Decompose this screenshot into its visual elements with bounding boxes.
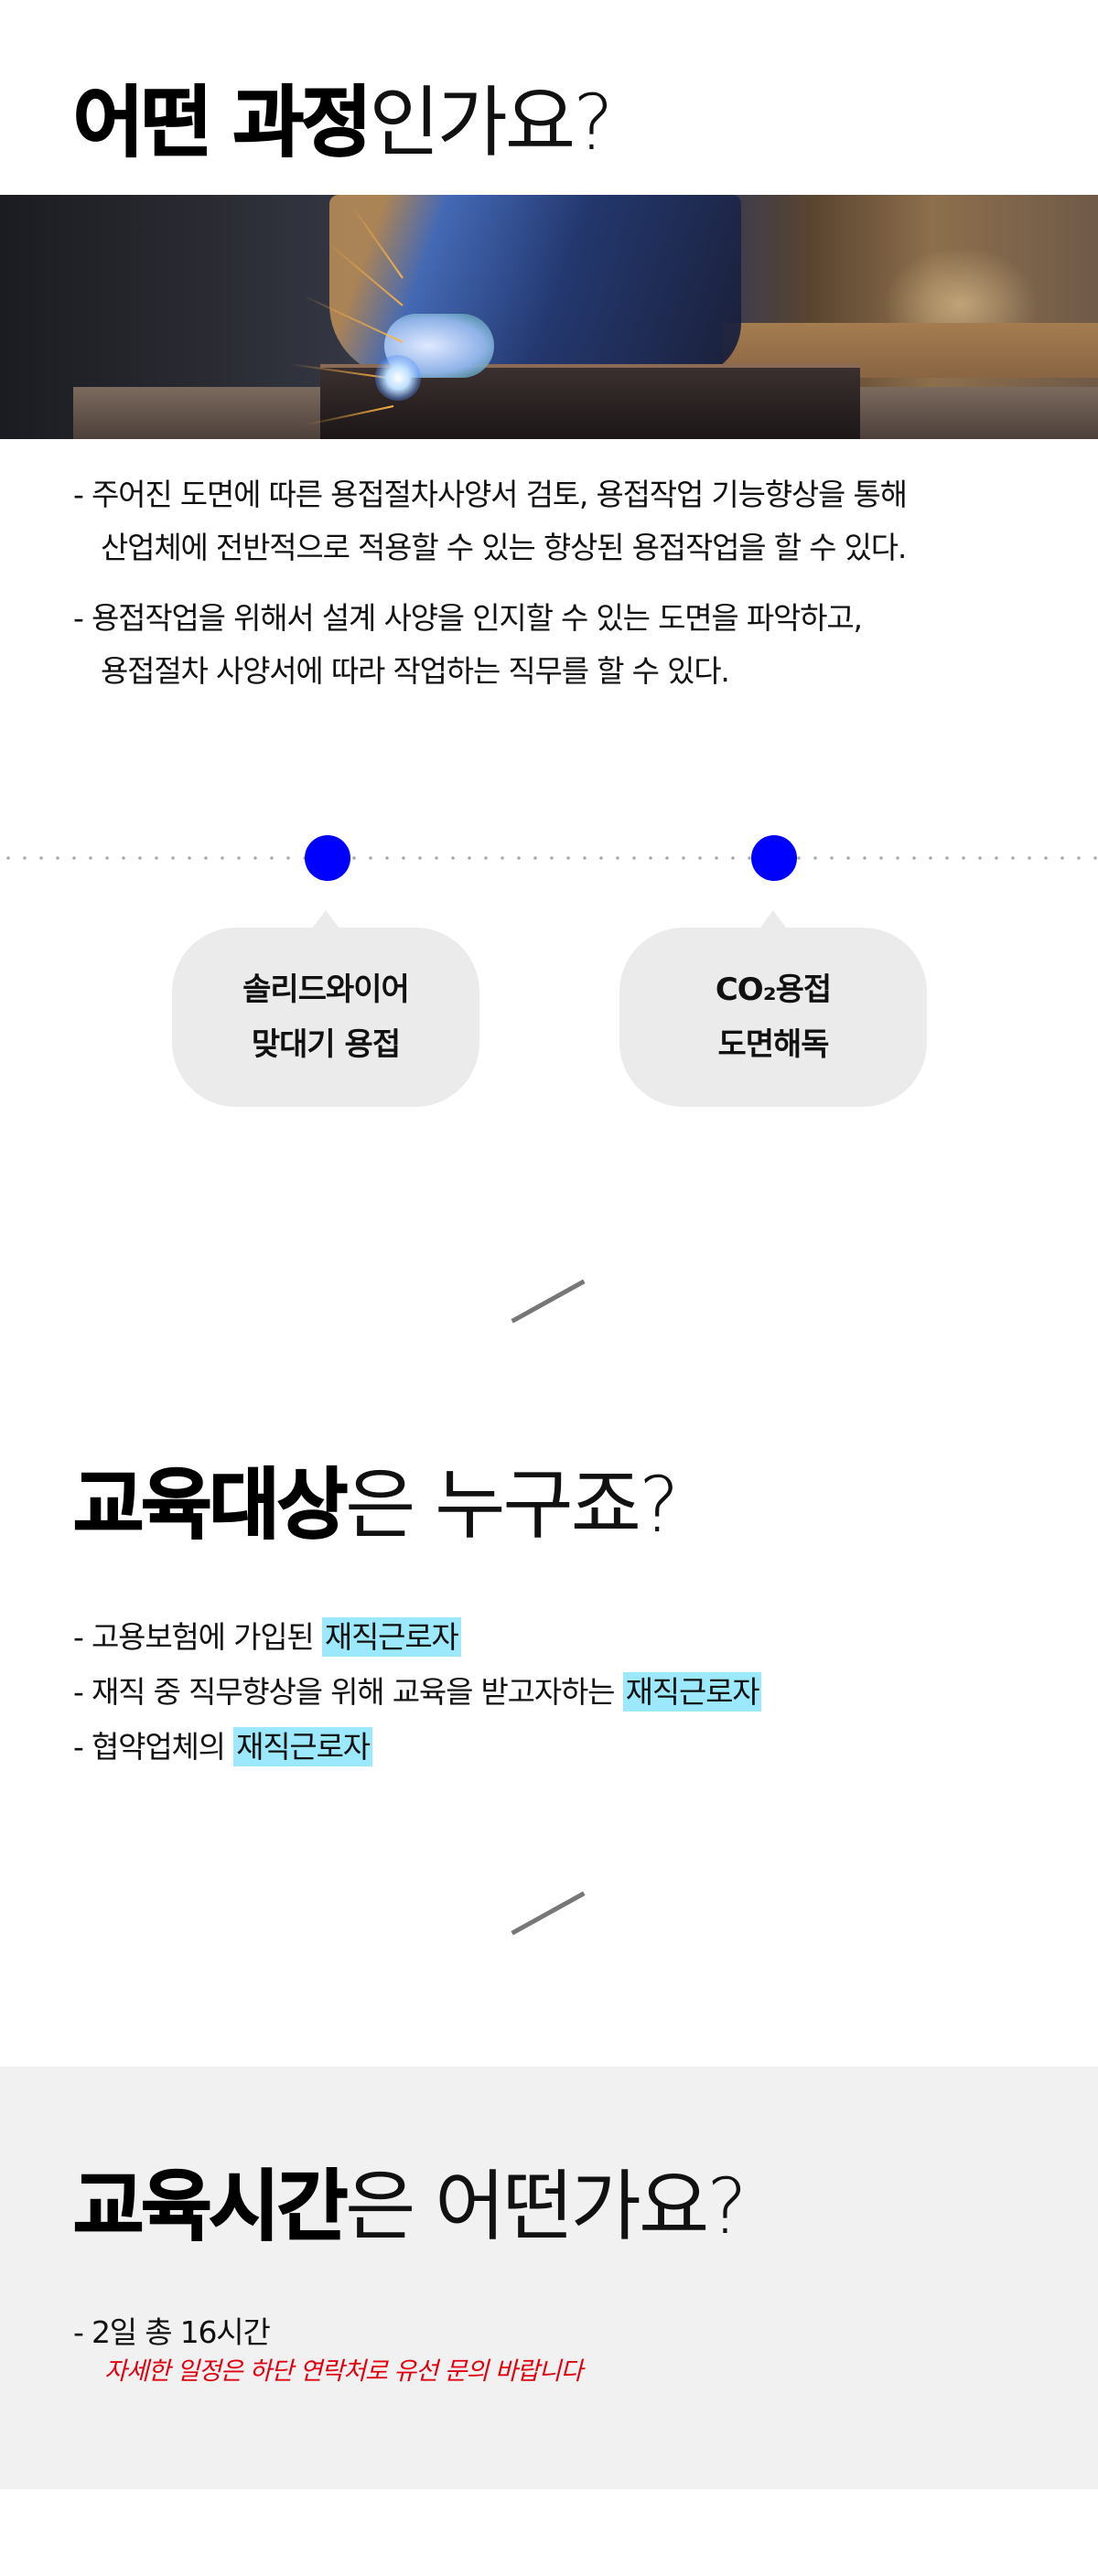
hours-heading-strong: 교육시간 (72, 2162, 349, 2251)
welding-hero-image (0, 195, 1098, 439)
timeline-bubble-2: CO₂용접 도면해독 (619, 910, 927, 1107)
process-description-2: - 용접작업을 위해서 설계 사양을 인지할 수 있는 도면을 파악하고, 용접… (73, 592, 1043, 698)
hours-contact-note: 자세한 일정은 하단 연락처로 유선 문의 바랍니다 (104, 2357, 583, 2386)
target-heading-light: 은 누구죠? (345, 1460, 679, 1550)
process-heading-strong: 어떤 과정 (72, 78, 372, 167)
highlight-badge: 재직근로자 (321, 1617, 461, 1657)
target-list-item: - 협약업체의 재직근로자 (73, 1720, 761, 1775)
description-text: 주어진 도면에 따른 용접절차사양서 검토, 용접작업 기능향상을 통해 (92, 477, 908, 512)
process-description-2-line-1: - 용접작업을 위해서 설계 사양을 인지할 수 있는 도면을 파악하고, (73, 592, 1043, 645)
hours-section-background (0, 2066, 1098, 2489)
target-list: - 고용보험에 가입된 재직근로자 - 재직 중 직무향상을 위해 교육을 받고… (73, 1610, 762, 1775)
process-description-1: - 주어진 도면에 따른 용접절차사양서 검토, 용접작업 기능향상을 통해 산… (73, 468, 1043, 574)
bubble-1-line-2: 맞대기 용접 (251, 1026, 401, 1063)
section-divider-slash (511, 1279, 586, 1324)
process-description-2-line-2: 용접절차 사양서에 따라 작업하는 직무를 할 수 있다. (101, 653, 730, 689)
target-item-text: - 협약업체의 (73, 1729, 234, 1765)
target-heading-strong: 교육대상 (72, 1460, 349, 1550)
description-text: 용접작업을 위해서 설계 사양을 인지할 수 있는 도면을 파악하고, (92, 600, 863, 636)
target-heading: 교육대상은 누구죠? (72, 1465, 680, 1544)
target-list-item: - 재직 중 직무향상을 위해 교육을 받고자하는 재직근로자 (73, 1665, 762, 1720)
highlight-badge: 재직근로자 (233, 1727, 372, 1766)
bubble-2-line-2: 도면해독 (717, 1026, 829, 1063)
bubble-1-line-1: 솔리드와이어 (242, 971, 410, 1008)
timeline-dot-1 (305, 835, 350, 881)
process-heading-light: 인가요? (369, 78, 613, 167)
bubble-2-line-1: CO₂용접 (715, 971, 832, 1008)
bullet-dash: - (73, 600, 84, 636)
hours-duration: - 2일 총 16시간 (73, 2314, 271, 2350)
timeline-dotted-line (0, 856, 1098, 860)
hours-heading-light: 은 어떤가요? (345, 2162, 748, 2251)
timeline-bubble-1: 솔리드와이어 맞대기 용접 (172, 910, 479, 1107)
timeline-dot-2 (751, 835, 797, 881)
welding-arc-flash (375, 355, 421, 401)
process-description-1-line-1: - 주어진 도면에 따른 용접절차사양서 검토, 용접작업 기능향상을 통해 (73, 468, 1043, 521)
process-heading: 어떤 과정인가요? (72, 83, 614, 162)
section-divider-slash (511, 1891, 586, 1936)
process-description-1-line-2: 산업체에 전반적으로 적용할 수 있는 향상된 용접작업을 할 수 있다. (101, 530, 907, 565)
bullet-dash: - (73, 477, 84, 512)
target-item-text: - 재직 중 직무향상을 위해 교육을 받고자하는 (73, 1674, 623, 1710)
target-item-text: - 고용보험에 가입된 (73, 1619, 322, 1655)
highlight-badge: 재직근로자 (622, 1672, 762, 1712)
hours-heading: 교육시간은 어떤가요? (72, 2167, 748, 2246)
target-list-item: - 고용보험에 가입된 재직근로자 (73, 1610, 761, 1665)
